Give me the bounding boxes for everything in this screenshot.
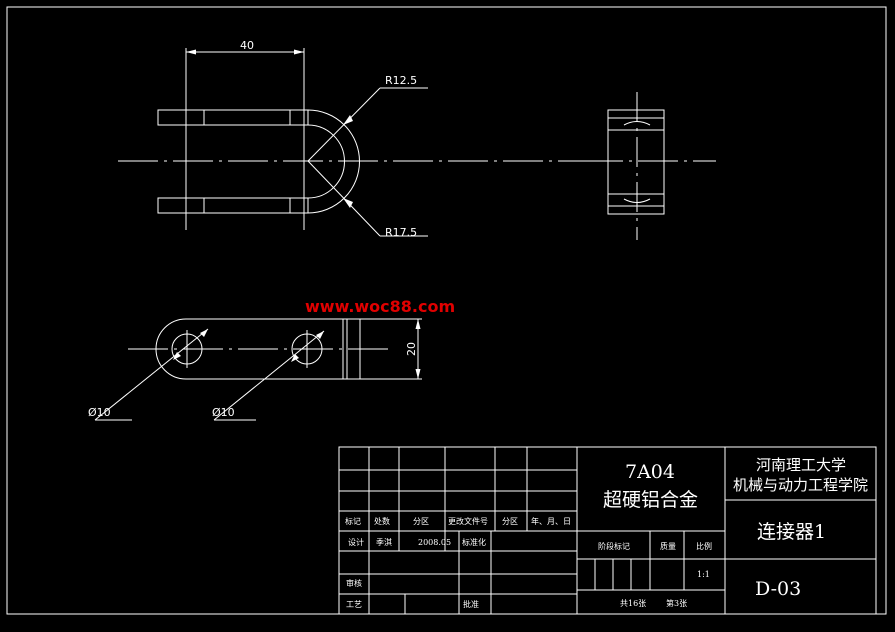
side-view: [583, 92, 716, 240]
part-name: 连接器1: [757, 521, 826, 543]
dim-height-20: 20: [405, 342, 418, 356]
dim-hole-left: Ø10: [88, 406, 111, 419]
watermark: www.woc88.com: [305, 297, 455, 316]
top-view: [94, 318, 422, 421]
dim-radius-inner: R12.5: [385, 74, 417, 87]
scale-label: 比例: [696, 541, 712, 551]
stage-label: 阶段标记: [598, 541, 630, 551]
dim-radius-outer: R17.5: [385, 226, 417, 239]
rev-header-date: 年、月、日: [531, 516, 571, 526]
process-label: 工艺: [346, 600, 362, 609]
material-code: 7A04: [625, 461, 675, 483]
rev-header-change-doc: 更改文件号: [448, 516, 488, 526]
design-date: 2008.05: [418, 538, 451, 547]
drawing-number: D-03: [755, 578, 801, 600]
sheet-number: 第3张: [666, 598, 687, 608]
college-name: 机械与动力工程学院: [733, 476, 868, 494]
dim-width-40: 40: [240, 39, 254, 52]
standardization-label: 标准化: [462, 537, 486, 547]
approve-label: 批准: [463, 599, 479, 609]
dimension-arrows: [173, 49, 421, 379]
school-name: 河南理工大学: [756, 456, 846, 474]
title-block: [338, 446, 877, 615]
material-name: 超硬铝合金: [603, 489, 698, 511]
review-label: 审核: [346, 578, 362, 588]
rev-header-zone: 分区: [413, 517, 429, 526]
scale-value: 1:1: [697, 570, 710, 579]
design-label: 设计: [348, 537, 364, 547]
rev-header-mark: 标记: [345, 516, 361, 526]
dim-hole-right: Ø10: [212, 406, 235, 419]
rev-header-zone-2: 分区: [502, 517, 518, 526]
rev-header-count: 处数: [374, 516, 390, 526]
sheets-total: 共16张: [620, 599, 646, 608]
mass-label: 质量: [660, 541, 676, 551]
designer-name: 季淇: [376, 537, 392, 547]
